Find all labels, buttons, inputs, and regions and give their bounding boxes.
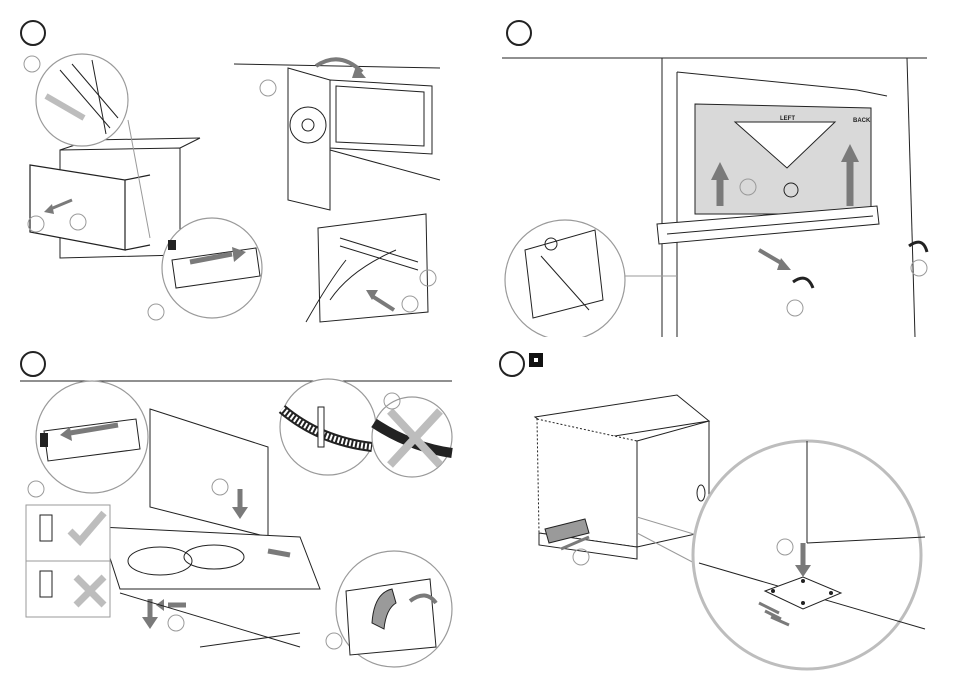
zoom-callout-hinge: [336, 551, 452, 667]
door-removal: [234, 64, 440, 210]
zoom-callout-rail: [162, 218, 262, 318]
panel-2: LEFT BACK: [477, 0, 954, 337]
panel-3: [0, 337, 477, 674]
incorrect-example-box: [26, 561, 110, 617]
panel-1: [0, 0, 477, 337]
rail-detail: [306, 214, 428, 322]
zoom-callout-corner: [505, 220, 677, 337]
panel-4-illustration: [477, 337, 954, 674]
slide-arrow: [759, 250, 783, 264]
panel-2-illustration: LEFT BACK: [477, 0, 954, 337]
panel-1-illustration: [0, 0, 477, 337]
zoom-callout-cable-tie-wrong: [372, 397, 452, 477]
label-left: LEFT: [780, 116, 795, 122]
label-back: BACK: [853, 118, 871, 124]
panel-3-illustration: [0, 337, 477, 674]
zoom-callout-cable-tie: [280, 379, 376, 475]
correct-example-box: [26, 505, 110, 561]
zoom-callout-floor-plate: [693, 441, 925, 669]
panel-4: [477, 337, 954, 674]
screw-rotate-arrow: [793, 278, 813, 288]
zoom-callout-rail-release: [36, 381, 148, 493]
